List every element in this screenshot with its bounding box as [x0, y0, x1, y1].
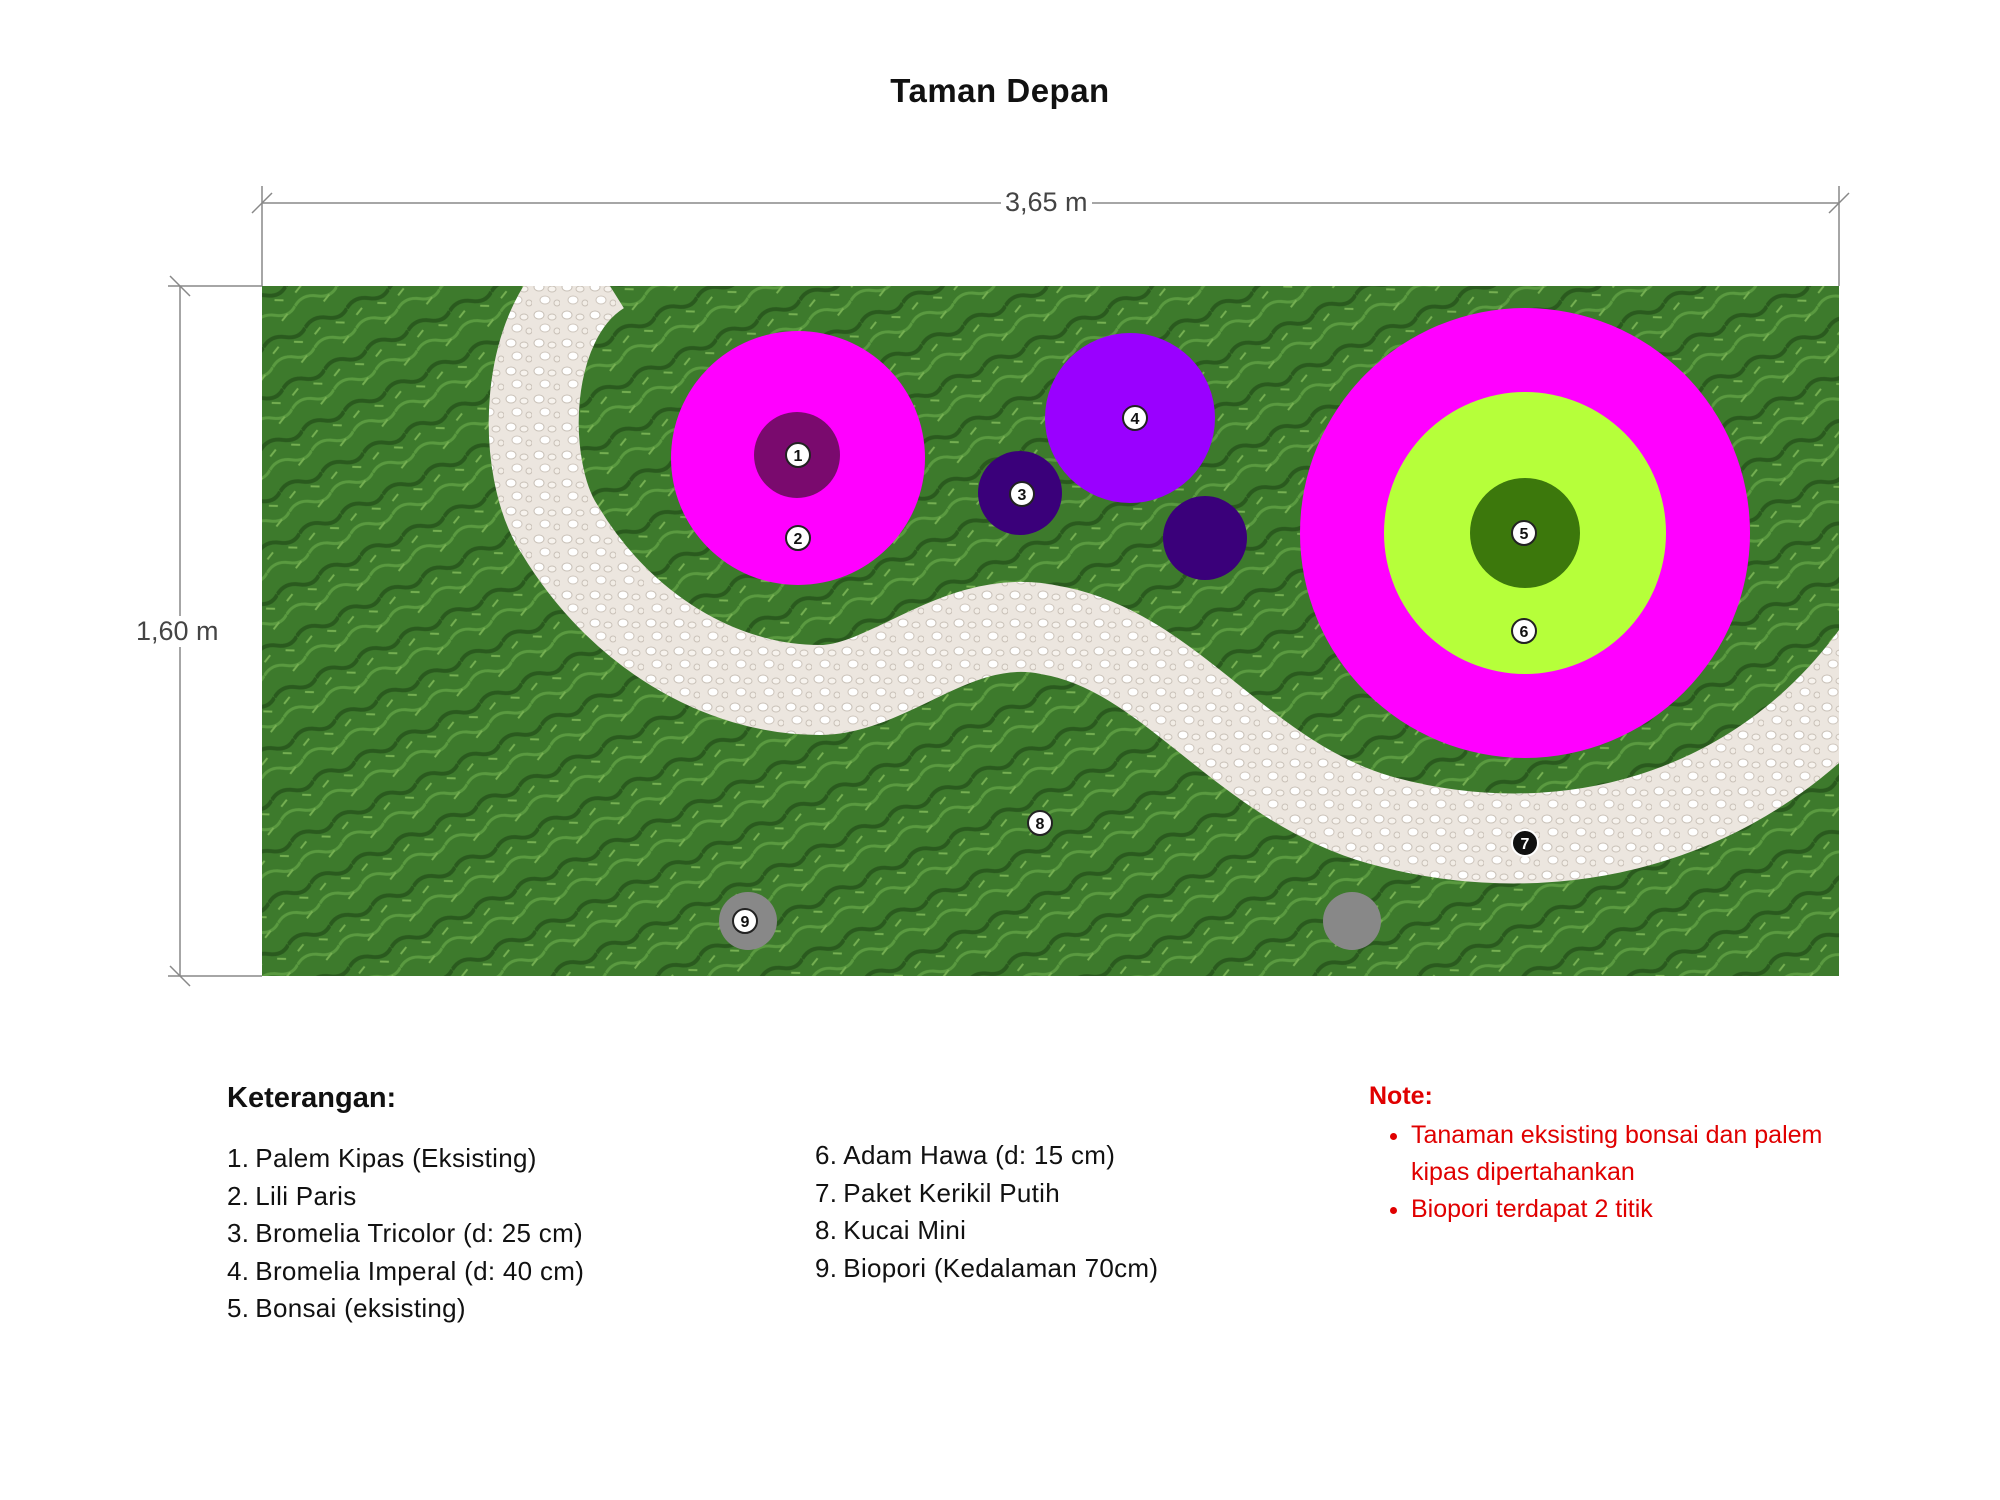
marker-label: 6: [1520, 624, 1529, 641]
legend-list-right: 6.Adam Hawa (d: 15 cm) 7.Paket Kerikil P…: [815, 1137, 1158, 1287]
marker-6: 6: [1511, 618, 1537, 644]
marker-label: 1: [794, 448, 803, 465]
marker-label: 7: [1521, 836, 1530, 853]
marker-9: 9: [732, 908, 758, 934]
marker-label: 9: [741, 914, 750, 931]
note-heading: Note:: [1369, 1082, 1433, 1110]
legend-item: 6.Adam Hawa (d: 15 cm): [815, 1140, 1116, 1170]
height-dimension-label: 1,60 m: [132, 616, 223, 647]
marker-label: 8: [1036, 816, 1045, 833]
marker-label: 5: [1520, 526, 1529, 543]
marker-label: 3: [1018, 487, 1027, 504]
legend-item: 1.Palem Kipas (Eksisting): [227, 1143, 537, 1173]
note-item: Biopori terdapat 2 titik: [1411, 1191, 1881, 1228]
legend-item: 7.Paket Kerikil Putih: [815, 1177, 1060, 1208]
marker-3: 3: [1009, 481, 1035, 507]
marker-4: 4: [1122, 405, 1148, 431]
marker-1: 1: [785, 442, 811, 468]
note-list: Tanaman eksisting bonsai dan palem kipas…: [1373, 1117, 1881, 1228]
marker-5: 5: [1511, 520, 1537, 546]
legend-item: 8.Kucai Mini: [815, 1215, 967, 1245]
plan-title: Taman Depan: [890, 72, 1110, 109]
marker-label: 2: [794, 531, 803, 548]
legend-item: 5.Bonsai (eksisting): [227, 1293, 466, 1323]
legend-list-left: 1.Palem Kipas (Eksisting) 2.Lili Paris 3…: [227, 1140, 584, 1328]
marker-2: 2: [785, 525, 811, 551]
marker-label: 4: [1131, 411, 1140, 428]
bromelia-tricolor-plant: [1163, 496, 1247, 580]
width-dimension-label: 3,65 m: [1001, 187, 1092, 218]
legend-heading: Keterangan:: [227, 1082, 397, 1114]
legend-item: 4.Bromelia Imperal (d: 40 cm): [227, 1255, 585, 1286]
legend-item: 2.Lili Paris: [227, 1180, 357, 1211]
legend-item: 9.Biopori (Kedalaman 70cm): [815, 1252, 1159, 1283]
marker-7: 7: [1511, 829, 1539, 857]
biopori-hole: [1323, 892, 1381, 950]
gravel-path: [488, 286, 1839, 884]
note-item: Tanaman eksisting bonsai dan palem kipas…: [1411, 1117, 1881, 1191]
marker-8: 8: [1027, 810, 1053, 836]
legend-item: 3.Bromelia Tricolor (d: 25 cm): [227, 1218, 583, 1248]
